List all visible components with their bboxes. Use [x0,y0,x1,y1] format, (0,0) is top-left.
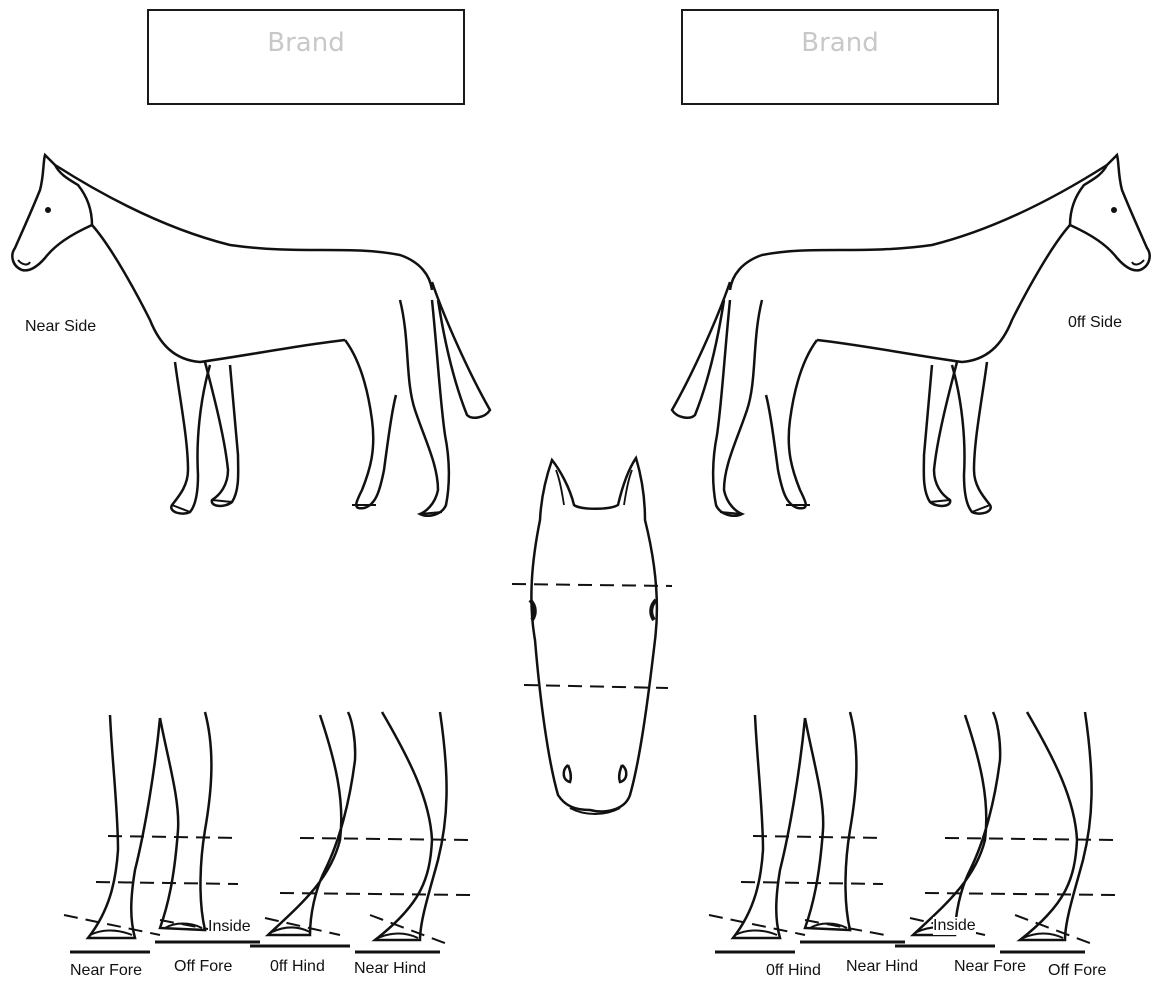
leg-view-right[interactable] [707,710,1117,954]
brand-box-right[interactable]: Brand [681,9,999,105]
leg-label-near-hind-right: Near Hind [846,958,919,975]
leg-label-off-hind-right: 0ff Hind [766,962,821,979]
brand-placeholder-right: Brand [801,28,879,58]
leg-label-off-fore-left: Off Fore [174,958,233,975]
near-side-label: Near Side [25,318,97,335]
leg-label-near-hind-left: Near Hind [354,960,427,977]
inside-label-right: Inside [933,917,976,935]
leg-view-left[interactable] [62,710,472,954]
leg-label-near-fore-right: Near Fore [954,958,1027,975]
leg-label-near-fore-left: Near Fore [70,962,143,979]
leg-label-off-fore-right: Off Fore [1048,962,1107,979]
off-side-label: 0ff Side [1068,314,1122,331]
off-side-horse[interactable] [670,153,1151,517]
leg-label-off-hind-left: 0ff Hind [270,958,325,975]
front-head[interactable] [511,455,673,815]
inside-label-left: Inside [208,918,251,936]
brand-box-left[interactable]: Brand [147,9,465,105]
brand-placeholder-left: Brand [267,28,345,58]
